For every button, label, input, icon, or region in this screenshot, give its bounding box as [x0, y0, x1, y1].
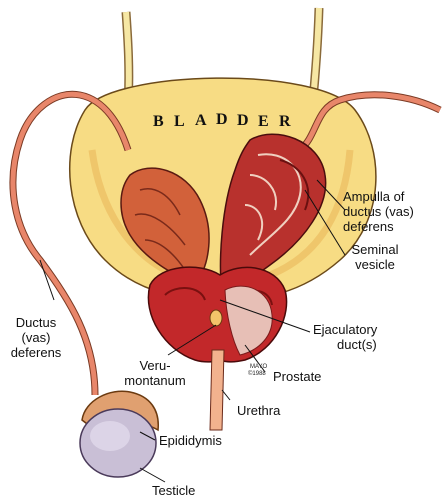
urethra — [209, 349, 225, 431]
label-ampulla-line2: ductus (vas) — [343, 204, 414, 219]
label-ejaculatory-ducts: Ejaculatory duct(s) — [313, 322, 377, 352]
label-ampulla-line1: Ampulla of — [343, 189, 405, 204]
verumontanum — [209, 309, 223, 327]
label-seminal-vesicle: Seminal vesicle — [340, 242, 410, 272]
label-prostate: Prostate — [273, 369, 322, 384]
label-ductus-line1: Ductus — [15, 315, 57, 330]
signature-line2: ©1988 — [248, 370, 266, 377]
label-ductus-line2: (vas) — [21, 330, 51, 345]
label-seminal-line1: Seminal — [351, 242, 399, 257]
label-ejac-line1: Ejaculatory — [313, 322, 378, 337]
label-ampulla: Ampulla of ductus (vas) deferens — [343, 189, 414, 234]
label-ductus-deferens: Ductus (vas) deferens — [5, 315, 67, 360]
label-verumontanum: Veru- montanum — [120, 358, 190, 388]
label-seminal-line2: vesicle — [355, 257, 395, 272]
label-veru-line1: Veru- — [139, 358, 171, 373]
signature-line1: MAYO — [250, 364, 268, 370]
label-ampulla-line3: deferens — [343, 219, 394, 234]
leader-lines — [39, 179, 346, 483]
label-epididymis: Epididymis — [159, 433, 222, 448]
label-testicle: Testicle — [152, 483, 196, 498]
label-ductus-line3: deferens — [10, 345, 62, 360]
label-ejac-line2: duct(s) — [337, 337, 377, 352]
label-veru-line2: montanum — [124, 373, 186, 388]
label-urethra: Urethra — [237, 403, 281, 418]
